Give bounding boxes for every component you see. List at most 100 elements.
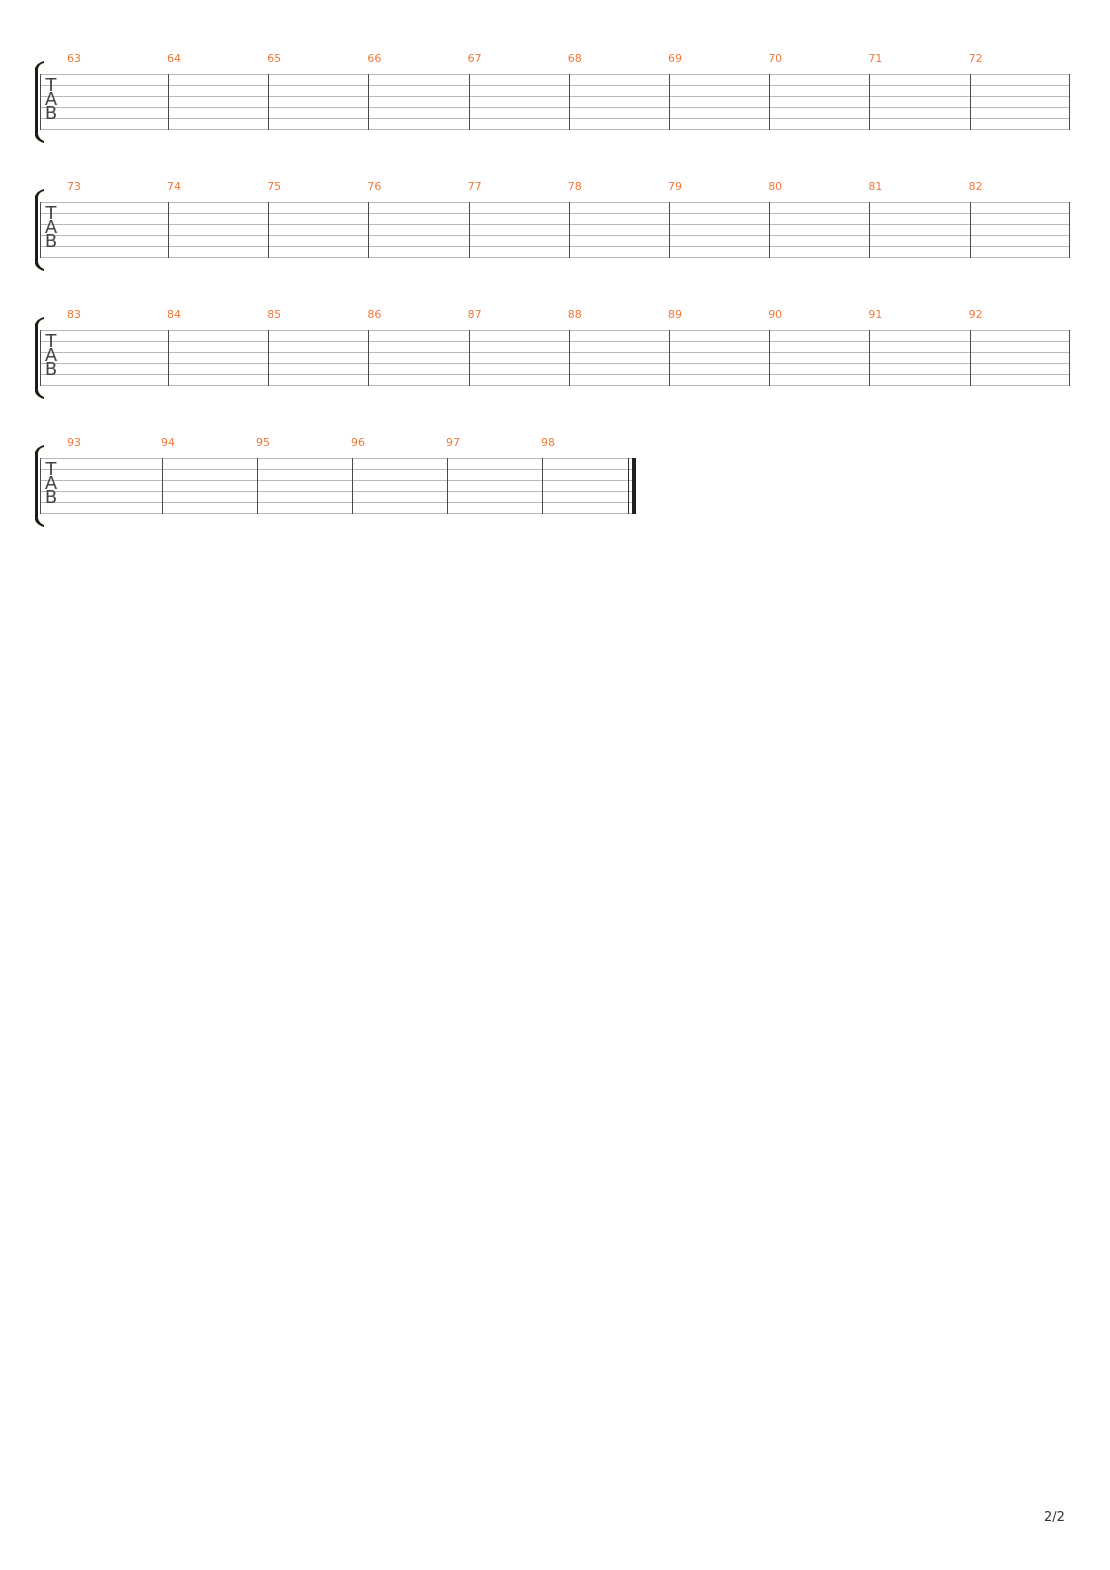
barline (368, 74, 369, 130)
barline (769, 202, 770, 258)
measure-number: 65 (267, 52, 282, 65)
tab-clef-letter: T (45, 459, 57, 480)
staff-line (40, 85, 1070, 86)
measure-number: 72 (968, 52, 983, 65)
measure-number: 68 (567, 52, 582, 65)
measure-number: 89 (668, 308, 682, 321)
staff-line (40, 257, 1070, 258)
measure-number: 64 (167, 52, 181, 65)
measure-number: 87 (467, 308, 482, 321)
barline (168, 330, 169, 386)
barline (1069, 330, 1070, 386)
measure-number: 92 (968, 308, 983, 321)
barline (447, 458, 448, 514)
system-bracket (35, 317, 44, 399)
staff-line (40, 107, 1070, 108)
measure-number: 66 (367, 52, 382, 65)
barline (1069, 74, 1070, 130)
barline (162, 458, 163, 514)
measure-number: 77 (467, 180, 482, 193)
system-bracket (35, 61, 44, 143)
system-start-barline (40, 458, 41, 514)
barline (869, 74, 870, 130)
barline (268, 74, 269, 130)
tab-clef-letter: T (45, 331, 57, 352)
barline (469, 202, 470, 258)
barline (268, 330, 269, 386)
barline (469, 74, 470, 130)
barline (268, 202, 269, 258)
measure-number: 80 (768, 180, 783, 193)
system-start-barline (40, 74, 41, 130)
staff-line (40, 202, 1070, 203)
staff-line (40, 330, 1070, 331)
staff-line (40, 74, 1070, 75)
barline (669, 202, 670, 258)
measure-number: 69 (668, 52, 682, 65)
page-number: 2/2 (1044, 1510, 1065, 1525)
staff-line (40, 513, 632, 514)
barline (168, 74, 169, 130)
measure-number: 63 (67, 52, 81, 65)
measure-number: 76 (367, 180, 382, 193)
tab-clef-letter: A (44, 345, 58, 366)
staff-line (40, 224, 1070, 225)
staff-line (40, 480, 632, 481)
measure-number: 73 (67, 180, 81, 193)
measure-number: 96 (351, 436, 365, 449)
barline (869, 202, 870, 258)
measure-number: 86 (367, 308, 382, 321)
measure-number: 75 (267, 180, 282, 193)
staff-line (40, 385, 1070, 386)
tab-clef-letter: B (44, 359, 58, 380)
measure-number: 91 (868, 308, 883, 321)
measure-number: 82 (968, 180, 983, 193)
staff-line (40, 129, 1070, 130)
measure-number: 93 (67, 436, 81, 449)
barline (669, 74, 670, 130)
barline (869, 330, 870, 386)
measure-number: 74 (167, 180, 181, 193)
barline (569, 330, 570, 386)
barline (669, 330, 670, 386)
system-start-barline (40, 330, 41, 386)
barline (569, 202, 570, 258)
measure-number: 81 (868, 180, 883, 193)
barline (542, 458, 543, 514)
staff-line (40, 458, 632, 459)
staff-line (40, 352, 1070, 353)
tab-clef-letter: A (44, 217, 58, 238)
measure-number: 67 (467, 52, 482, 65)
measure-number: 78 (567, 180, 582, 193)
barline (469, 330, 470, 386)
barline (168, 202, 169, 258)
tab-clef-letter: T (45, 203, 57, 224)
staff-line (40, 118, 1070, 119)
barline (1069, 202, 1070, 258)
staff-line (40, 213, 1070, 214)
barline (257, 458, 258, 514)
measure-number: 94 (161, 436, 175, 449)
measure-number: 83 (67, 308, 81, 321)
measure-number: 71 (868, 52, 883, 65)
staff-line (40, 246, 1070, 247)
staff-line (40, 491, 632, 492)
barline (769, 74, 770, 130)
barline (569, 74, 570, 130)
staff-line (40, 363, 1070, 364)
measure-number: 85 (267, 308, 282, 321)
tab-clef-letter: B (44, 103, 58, 124)
tab-clef-letter: T (45, 75, 57, 96)
barline (368, 330, 369, 386)
measure-number: 84 (167, 308, 181, 321)
measure-number: 97 (446, 436, 460, 449)
staff-line (40, 341, 1070, 342)
measure-number: 95 (256, 436, 270, 449)
staff-line (40, 374, 1070, 375)
barline (970, 202, 971, 258)
measure-number: 98 (541, 436, 555, 449)
barline (368, 202, 369, 258)
system-start-barline (40, 202, 41, 258)
system-bracket (35, 189, 44, 271)
system-bracket (35, 445, 44, 527)
